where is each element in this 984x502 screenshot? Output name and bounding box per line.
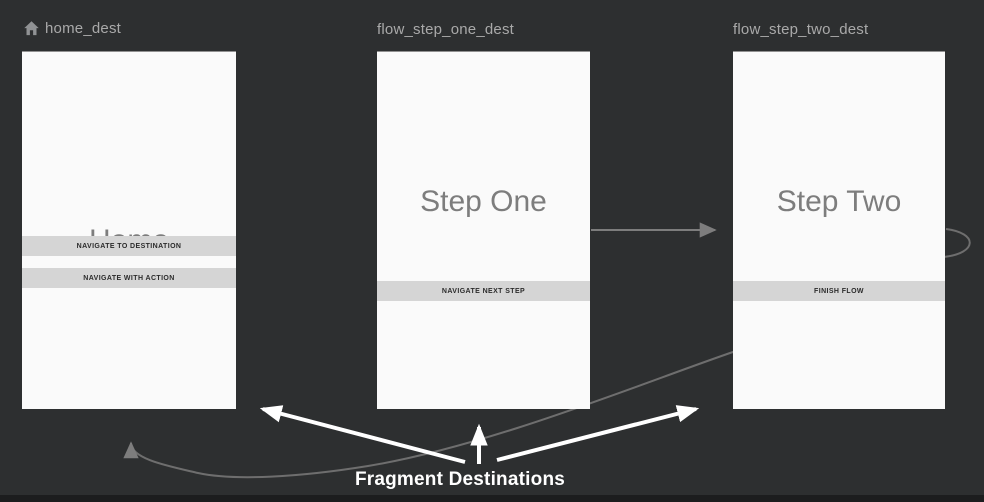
annotation-label: Fragment Destinations [354,469,566,490]
preview-title: Step One [420,185,547,218]
fragment-preview-home[interactable]: Home NAVIGATE TO DESTINATION NAVIGATE WI… [22,51,236,409]
fragment-preview-step-two[interactable]: Step Two FINISH FLOW [733,51,945,409]
preview-button: NAVIGATE TO DESTINATION [22,236,236,256]
destination-label: home_dest [45,20,122,37]
fragment-preview-step-one[interactable]: Step One NAVIGATE NEXT STEP [377,51,590,409]
annotation-arrow-step-two [496,405,700,462]
preview-title: Step Two [776,185,902,218]
annotation-arrow-home [259,405,466,464]
window-bottom-edge [0,495,984,502]
destination-header-home[interactable]: home_dest [23,20,121,37]
destination-header-step-two[interactable]: flow_step_two_dest [733,21,868,38]
destination-label: flow_step_one_dest [377,21,515,38]
destination-label: flow_step_two_dest [733,21,869,38]
preview-button: FINISH FLOW [733,281,945,301]
preview-button: NAVIGATE NEXT STEP [377,281,590,301]
home-icon [24,21,39,36]
destination-header-step-one[interactable]: flow_step_one_dest [377,21,514,38]
preview-button: NAVIGATE WITH ACTION [22,268,236,288]
